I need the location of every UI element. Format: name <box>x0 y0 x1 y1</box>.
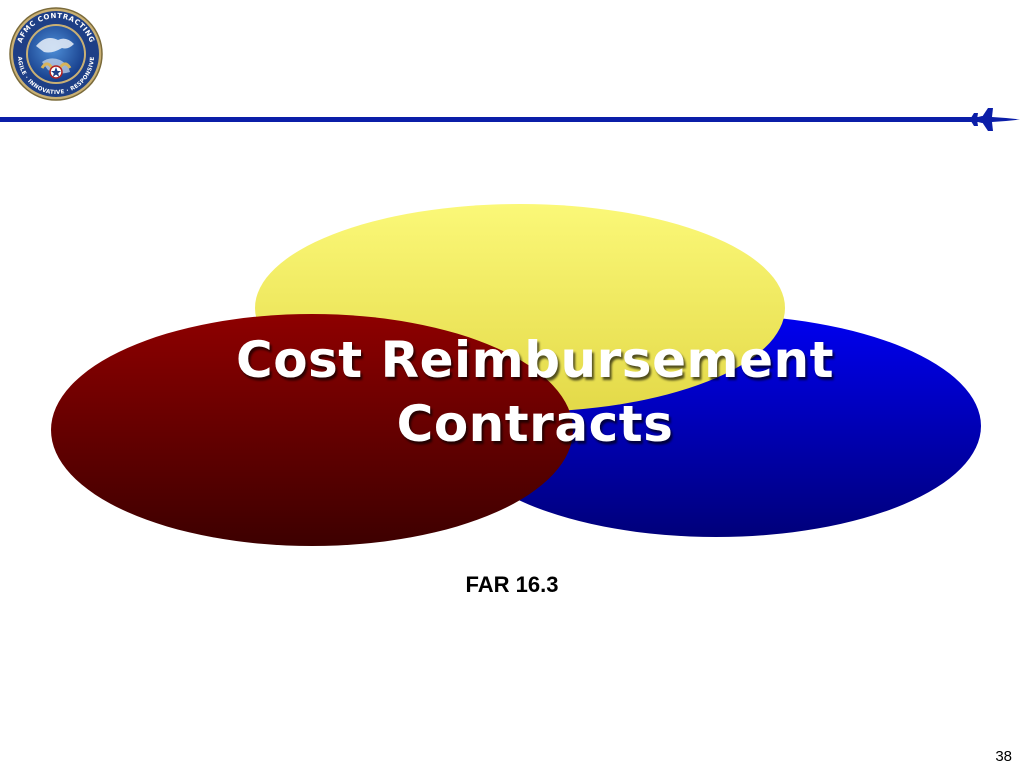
slide-title: Cost Reimbursement Contracts <box>120 328 950 456</box>
title-line-1: Cost Reimbursement <box>236 331 834 389</box>
jet-icon <box>968 108 1020 131</box>
header-line <box>0 117 980 122</box>
title-line-2: Contracts <box>396 395 674 453</box>
page-number: 38 <box>995 748 1012 765</box>
header-rule <box>0 108 1020 131</box>
afmc-contracting-seal-icon: AFMC CONTRACTING AGILE · INNOVATIVE · RE… <box>9 7 103 101</box>
slide-subtitle: FAR 16.3 <box>465 572 559 597</box>
red-ellipse <box>51 314 573 546</box>
